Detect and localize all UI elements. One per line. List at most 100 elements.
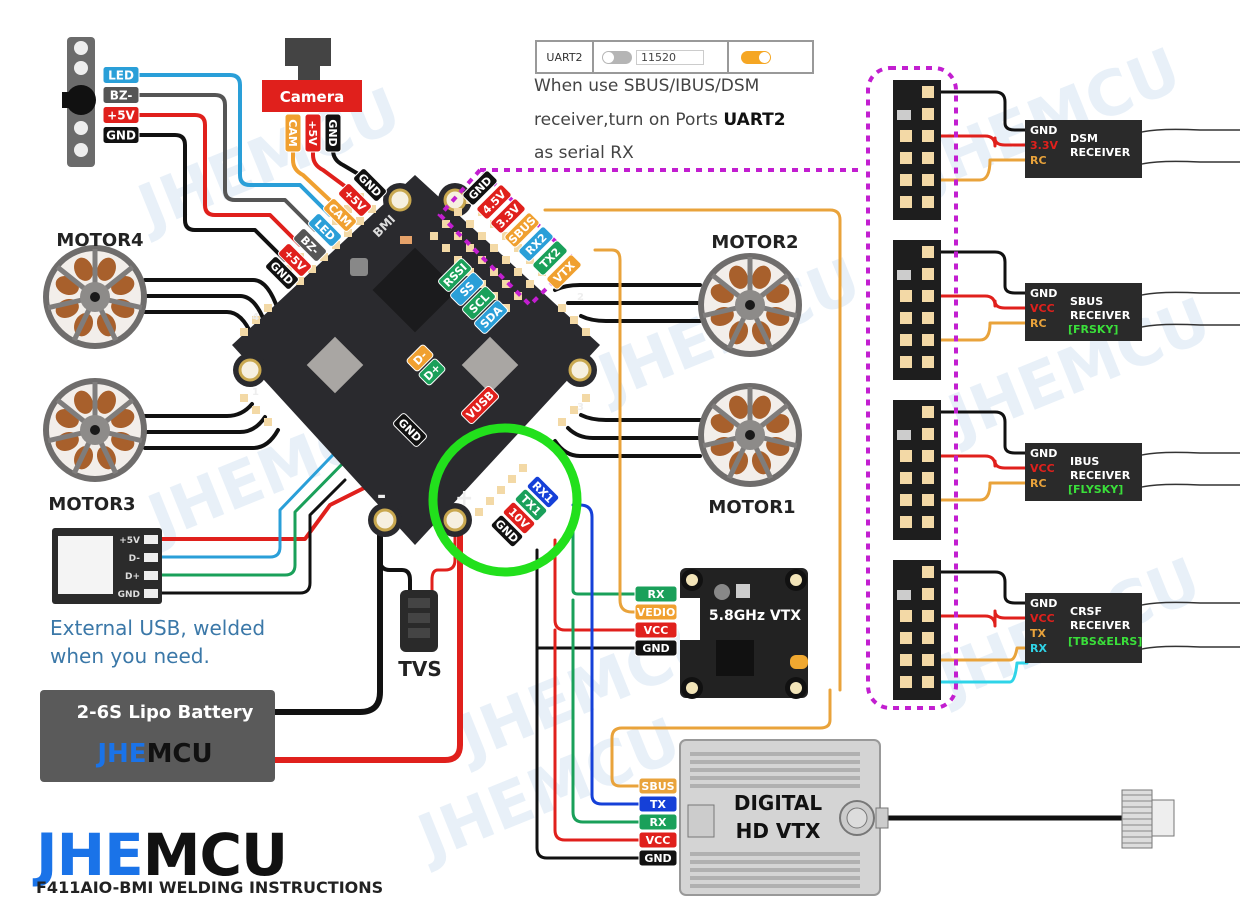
vtx-pad-orange [790, 655, 808, 669]
pin-label-text: +5V [107, 108, 135, 122]
motor1-wire [553, 439, 702, 458]
fc-side-pad [922, 566, 934, 578]
motor4-wire [143, 310, 254, 338]
receiver-antenna [1141, 128, 1240, 133]
fc-pad-label: +5V [338, 183, 372, 217]
motor-shaft [90, 292, 100, 302]
usb-c-port [58, 536, 113, 594]
fc-side-pad [922, 130, 934, 142]
digital-vtx-pin-rx: RX [638, 813, 678, 831]
pin-label-bg [634, 639, 678, 657]
receiver-pin-rc: RC [1030, 477, 1047, 490]
tvs-cell [408, 598, 430, 608]
fc-side-pad [922, 406, 934, 418]
fc-side-pad [900, 152, 912, 164]
fc-pad-label-dplus: D+ [418, 358, 446, 386]
uart-note-line3: as serial RX [534, 143, 634, 163]
pin-label-bg [474, 300, 508, 334]
tvs-cell [408, 628, 430, 638]
heatsink-fin [690, 884, 860, 888]
receiver-sub: RECEIVER [1070, 469, 1131, 482]
pin-label-bg [324, 113, 342, 153]
receiver-brand: [FLYSKY] [1068, 483, 1123, 496]
receiver-antenna [1141, 451, 1240, 456]
pin-label-bg [638, 849, 678, 867]
fc-side-pad [922, 246, 934, 258]
uart-config-panel: UART2 11520 [535, 40, 814, 74]
receiver-rc-wire [928, 481, 1029, 502]
receiver-antenna [1141, 160, 1240, 165]
led-dot [74, 41, 88, 55]
pin-label-text: LED [108, 68, 134, 82]
camera-pin-gnd: GND [324, 113, 342, 153]
buzzer-pin-led: LED [102, 66, 140, 84]
mcu-chip [372, 247, 458, 333]
fc-pad [502, 256, 510, 264]
receiver-box [1025, 120, 1142, 178]
receiver-rc-wire [928, 321, 1029, 342]
uart-note-line1: When use SBUS/IBUS/DSM [534, 76, 760, 96]
motor-coil [96, 257, 116, 281]
fc-side-pad [922, 654, 934, 666]
vtx-hole [686, 574, 698, 586]
pin-label-bg [308, 213, 342, 247]
motor-pad [582, 394, 590, 402]
fc-side-pad [922, 632, 934, 644]
fc-side-pad [900, 174, 912, 186]
fc-pad [320, 253, 328, 261]
receiver-sbus [893, 240, 1240, 380]
pin-label-text: CAM [286, 119, 299, 147]
fc-pad [490, 268, 498, 276]
pin-label-text: VEDIO [637, 606, 676, 619]
usb-pin-label: D- [129, 554, 141, 564]
receiver-vcc-wire [928, 294, 1029, 310]
msp-toggle[interactable] [602, 50, 632, 64]
heatsink-fin [690, 776, 860, 780]
pin-label-bg [406, 344, 434, 372]
pin-label-bg [634, 621, 678, 639]
fc-pad [519, 464, 527, 472]
fc-pad [514, 292, 522, 300]
page-title: F411AIO-BMI WELDING INSTRUCTIONS [36, 878, 384, 897]
fc-pad [526, 280, 534, 288]
receiver-pin-3.3v: 3.3V [1030, 139, 1058, 152]
uart-note-bold: UART2 [723, 110, 786, 130]
fc-side-pad [900, 516, 912, 528]
motor-coil [96, 390, 116, 414]
usb-pin-label: D+ [125, 572, 140, 582]
fc-pad [478, 232, 486, 240]
dvtx-vcc-wire [553, 628, 641, 842]
analog-vtx-label: 5.8GHz VTX [709, 608, 801, 624]
dvtx-gnd-wire [535, 646, 641, 860]
receiver-pin-gnd: GND [1030, 447, 1057, 460]
motor-pad [252, 316, 260, 324]
fc-side-pad [922, 450, 934, 462]
battery-logo-part1: JHE [95, 739, 146, 769]
fc-side-pad [922, 356, 934, 368]
fc-side-pad [900, 676, 912, 688]
pin-label-bg [450, 272, 484, 306]
receiver-sub: RECEIVER [1070, 146, 1131, 159]
fc-side-pad [922, 152, 934, 164]
fc-side-pad [900, 334, 912, 346]
uart-port-label: UART2 [537, 42, 594, 72]
dvtx-rx-wire [571, 598, 641, 824]
fc-side-pad [922, 86, 934, 98]
baud-rate-field[interactable]: 11520 [636, 49, 704, 65]
motor-shaft [745, 430, 755, 440]
logo-part2: MCU [142, 821, 288, 889]
camera-pin-cam: CAM [284, 113, 302, 153]
fc-side-pad [900, 610, 912, 622]
usb-note-line1: External USB, welded [50, 616, 266, 640]
pin-label-bg [353, 168, 387, 202]
serial-rx-toggle[interactable] [741, 50, 771, 64]
fc-pad [475, 508, 483, 516]
fc-pad [486, 497, 494, 505]
battery-plus-pad-label: + [455, 486, 473, 511]
led-wire [138, 73, 332, 217]
pin-label-bg [638, 777, 678, 795]
fc-side-pad [900, 450, 912, 462]
pin-label-text: GND [326, 119, 339, 146]
fc-side-pad [922, 516, 934, 528]
pin-label-text: TX [650, 798, 667, 811]
